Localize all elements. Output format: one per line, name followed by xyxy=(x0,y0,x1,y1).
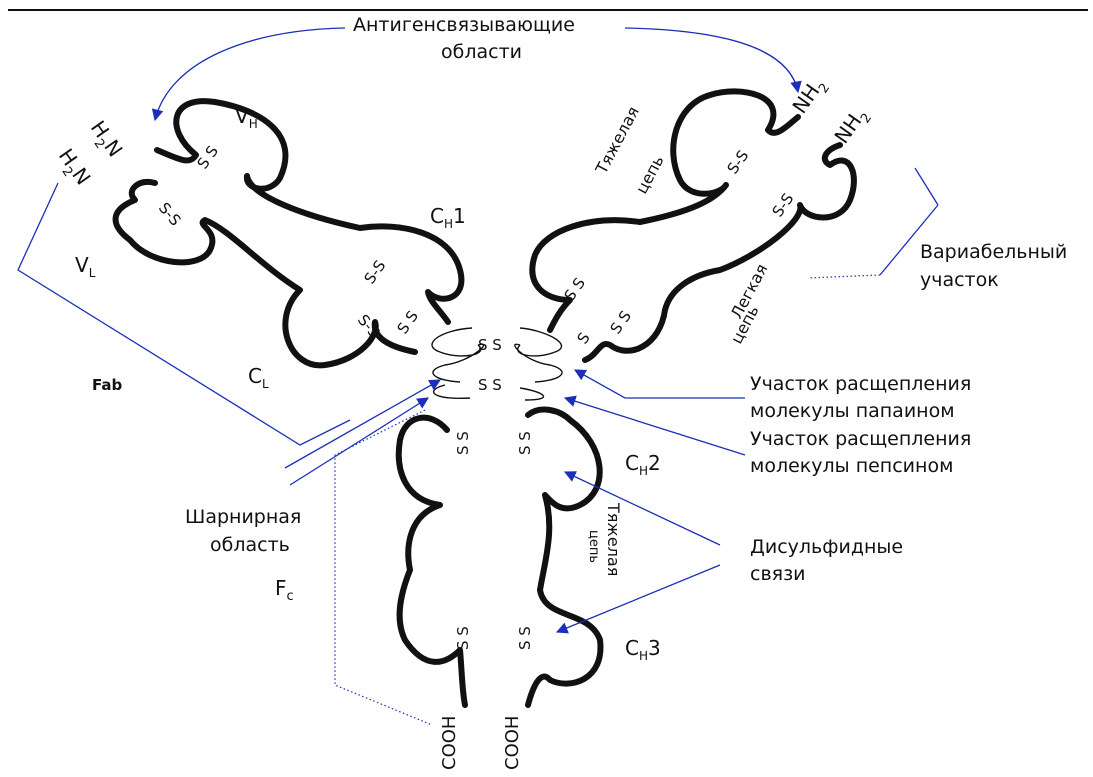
domain-labels: VH VL CH1 CL CH2 CH3 Fab Fc xyxy=(75,104,661,663)
cooh-left-label: COOH xyxy=(439,716,460,770)
cl-label: CL xyxy=(248,364,269,391)
ss-label: S S xyxy=(194,142,222,172)
hinge-region-label-2: область xyxy=(210,534,290,556)
ss-label: S xyxy=(574,329,594,347)
pepsin-site-label-2: молекулы пепсином xyxy=(750,455,953,477)
heavy-chain-label-2: цепь xyxy=(632,152,668,197)
ss-label: S S xyxy=(454,626,472,650)
variable-bracket-bottom xyxy=(880,205,938,275)
cooh-right-label: COOH xyxy=(502,716,523,770)
ch1-label: CH1 xyxy=(430,204,466,231)
fc-heavy-chain-label-2: цепь xyxy=(586,530,601,563)
antigen-arrow-right xyxy=(625,28,798,92)
ss-label: S S xyxy=(516,626,534,650)
ss-label: S-S xyxy=(724,147,753,177)
ss-label: S S xyxy=(607,307,635,337)
variable-region-label-2: участок xyxy=(920,269,999,291)
ss-label: S S xyxy=(478,376,502,394)
fc-label: Fc xyxy=(275,576,294,604)
heavy-chain-label-1: Тяжелая xyxy=(591,103,643,178)
antigen-binding-label-1: Антигенсвязывающие xyxy=(353,14,575,36)
disulfide-arrow-2 xyxy=(557,565,720,632)
vl-label: VL xyxy=(75,253,96,280)
ss-label: S S xyxy=(454,431,472,455)
annotation-text: Антигенсвязывающие области Вариабельный … xyxy=(185,14,1067,585)
left-heavy-chain xyxy=(157,101,461,322)
fab-bracket xyxy=(18,183,350,445)
disulfide-bonds-label-2: связи xyxy=(750,563,806,585)
papain-site-label-2: молекулы папаином xyxy=(750,400,955,422)
antigen-binding-label-2: области xyxy=(441,41,522,63)
ch3-label: CH3 xyxy=(625,636,661,663)
disulfide-bonds-label-1: Дисульфидные xyxy=(750,536,903,558)
ss-label: S S xyxy=(394,307,422,337)
disulfide-labels: S S S-S S-S S-S S S S S S S S-S S-S S S … xyxy=(155,142,797,650)
vh-label: VH xyxy=(235,104,258,131)
h2n-heavy-label: H2N xyxy=(82,116,128,164)
hinge-arrow-2 xyxy=(290,398,428,485)
fab-label: Fab xyxy=(92,376,122,394)
variable-bracket-top xyxy=(915,168,938,205)
ss-label: S-S xyxy=(361,257,390,287)
left-fc-chain xyxy=(399,418,465,705)
papain-arrow xyxy=(575,370,745,398)
ss-label: S-S xyxy=(769,190,798,220)
papain-site-label-1: Участок расщепления xyxy=(750,373,971,395)
ss-label: S S xyxy=(516,431,534,455)
ch2-label: CH2 xyxy=(625,451,661,478)
pepsin-site-label-1: Участок расщепления xyxy=(750,428,971,450)
hinge-region-label-1: Шарнирная xyxy=(185,506,301,528)
fc-dotted-bracket xyxy=(335,410,432,725)
hinge-arrow-1 xyxy=(285,380,440,468)
fc-heavy-chain-label-1: Тяжелая xyxy=(604,502,623,576)
ss-label: S S xyxy=(478,336,502,354)
svg-text:H2N: H2N xyxy=(82,116,128,164)
ss-label: S-S xyxy=(155,199,185,229)
variable-region-label-1: Вариабельный xyxy=(920,241,1067,263)
variable-dotted-lead xyxy=(808,275,880,278)
